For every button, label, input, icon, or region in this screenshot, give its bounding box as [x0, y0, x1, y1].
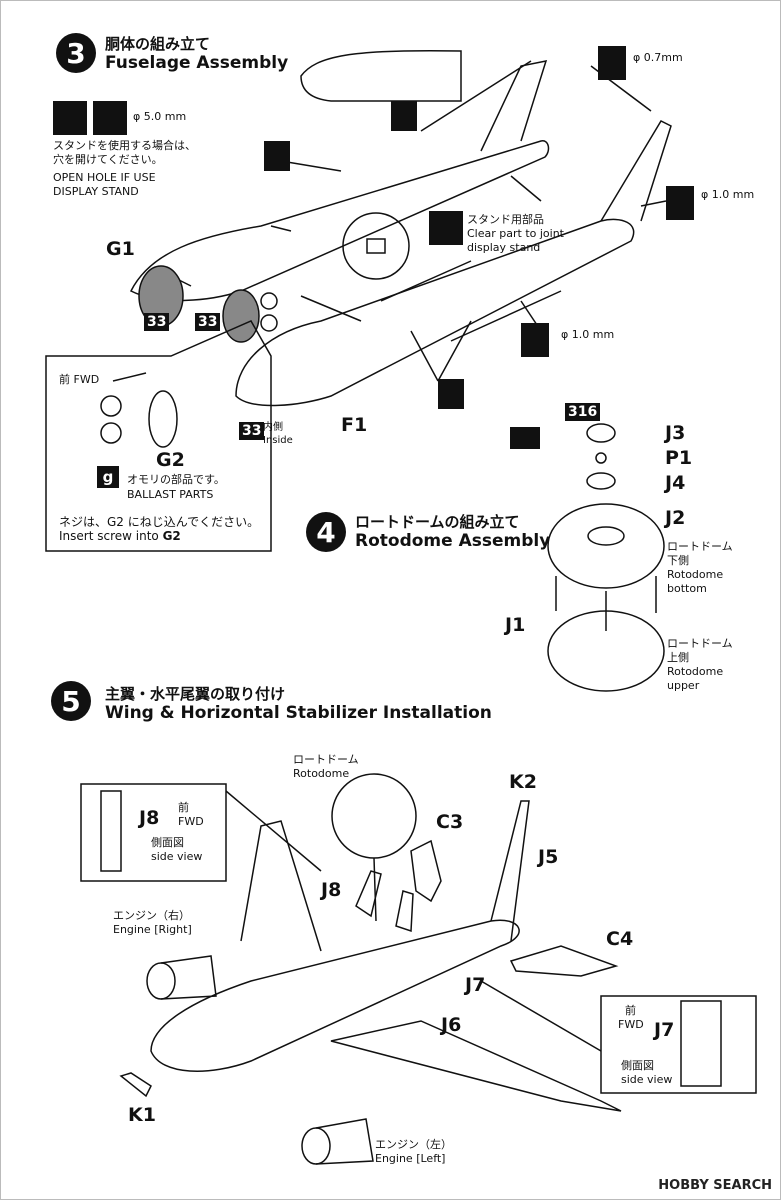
hole-size-1mm-a: φ 1.0 mm	[701, 188, 755, 201]
step-4-title-jp: ロートドームの組み立て	[355, 513, 520, 531]
step-5-title-jp: 主翼・水平尾翼の取り付け	[105, 685, 286, 703]
part-j1: J1	[505, 614, 526, 636]
watermark: HOBBY SEARCH	[658, 1178, 772, 1193]
engine-right-en: Engine [Right]	[113, 923, 192, 936]
fwd-label: 前 FWD	[59, 373, 100, 386]
part-j4: J4	[665, 472, 686, 494]
rotodome-bottom-jp: ロートドーム	[667, 540, 733, 553]
rotodome-upper-en-2: upper	[667, 679, 700, 692]
engine-right-jp: エンジン（右）	[113, 909, 190, 922]
inside-en: Inside	[263, 435, 293, 446]
stand-note-en-2: DISPLAY STAND	[53, 185, 139, 198]
inset-j8-fwd-jp: 前	[178, 801, 189, 814]
part-j7: J7	[465, 974, 486, 996]
step-5-number: 5	[51, 681, 91, 721]
part-j5: J5	[538, 846, 559, 868]
rotodome-bottom-en-1: Rotodome	[667, 568, 724, 581]
step-3-title-en: Fuselage Assembly	[105, 53, 289, 73]
part-p1: P1	[665, 447, 693, 469]
inset-j7-fwd-jp: 前	[625, 1004, 636, 1017]
rotodome-label-jp: ロートドーム	[293, 753, 359, 766]
screw-note-en: Insert screw into G2	[59, 529, 181, 543]
rotodome-upper-jp2: 上側	[667, 651, 689, 664]
color-code-33-c: 33	[239, 422, 265, 440]
color-code-33-a: 33	[144, 313, 170, 331]
inset-j7-view-jp: 側面図	[621, 1059, 654, 1072]
inset-j8-part: J8	[139, 807, 160, 829]
rotodome-bottom-en-2: bottom	[667, 582, 707, 595]
part-c3: C3	[436, 811, 464, 833]
weight-icon: g	[97, 466, 119, 488]
rotodome-label-en: Rotodome	[293, 767, 350, 780]
part-c4: C4	[606, 928, 634, 950]
inside-jp: 内側	[263, 422, 283, 433]
inset-j8-view-jp: 側面図	[151, 836, 184, 849]
rotodome-upper-jp: ロートドーム	[667, 637, 733, 650]
part-j6: J6	[441, 1014, 462, 1036]
inset-j7-view-en: side view	[621, 1073, 673, 1086]
part-k1: K1	[128, 1104, 156, 1126]
color-code-316: 316	[565, 403, 601, 421]
part-g1: G1	[106, 238, 135, 260]
ballast-en: BALLAST PARTS	[127, 488, 214, 501]
part-j3: J3	[665, 422, 686, 444]
step-4-title-en: Rotodome Assembly	[355, 531, 551, 551]
stand-note-en-1: OPEN HOLE IF USE	[53, 171, 156, 184]
part-j2: J2	[665, 507, 686, 529]
stand-note-jp-2: 穴を開けてください。	[53, 153, 163, 166]
hole-size-5mm: φ 5.0 mm	[133, 110, 187, 123]
stand-part-jp: スタンド用部品	[467, 213, 544, 226]
hole-size-0-7mm: φ 0.7mm	[633, 51, 683, 64]
inset-j7-part: J7	[654, 1019, 675, 1041]
stand-part-en-1: Clear part to joint	[467, 227, 564, 240]
stand-note-jp-1: スタンドを使用する場合は、	[53, 139, 196, 152]
part-j8: J8	[321, 879, 342, 901]
hole-size-1mm-b: φ 1.0 mm	[561, 328, 615, 341]
rotodome-upper-en-1: Rotodome	[667, 665, 724, 678]
engine-left-en: Engine [Left]	[375, 1152, 446, 1165]
step-3-title-jp: 胴体の組み立て	[105, 35, 211, 53]
part-f1: F1	[341, 414, 368, 436]
ballast-jp: オモリの部品です。	[127, 473, 225, 486]
inset-j7-fwd-en: FWD	[618, 1018, 644, 1031]
rotodome-bottom-jp2: 下側	[667, 554, 689, 567]
step-4-number: 4	[306, 512, 346, 552]
engine-left-jp: エンジン（左）	[375, 1138, 452, 1151]
inset-j8-fwd-en: FWD	[178, 815, 204, 828]
part-k2: K2	[509, 771, 537, 793]
step-5-title-en: Wing & Horizontal Stabilizer Installatio…	[105, 703, 492, 723]
stand-part-en-2: display stand	[467, 241, 541, 254]
step-3-number: 3	[56, 33, 96, 73]
screw-note-jp: ネジは、G2 にねじ込んでください。	[59, 515, 260, 529]
part-g2: G2	[156, 449, 185, 471]
color-code-33-b: 33	[195, 313, 221, 331]
inset-j8-view-en: side view	[151, 850, 203, 863]
